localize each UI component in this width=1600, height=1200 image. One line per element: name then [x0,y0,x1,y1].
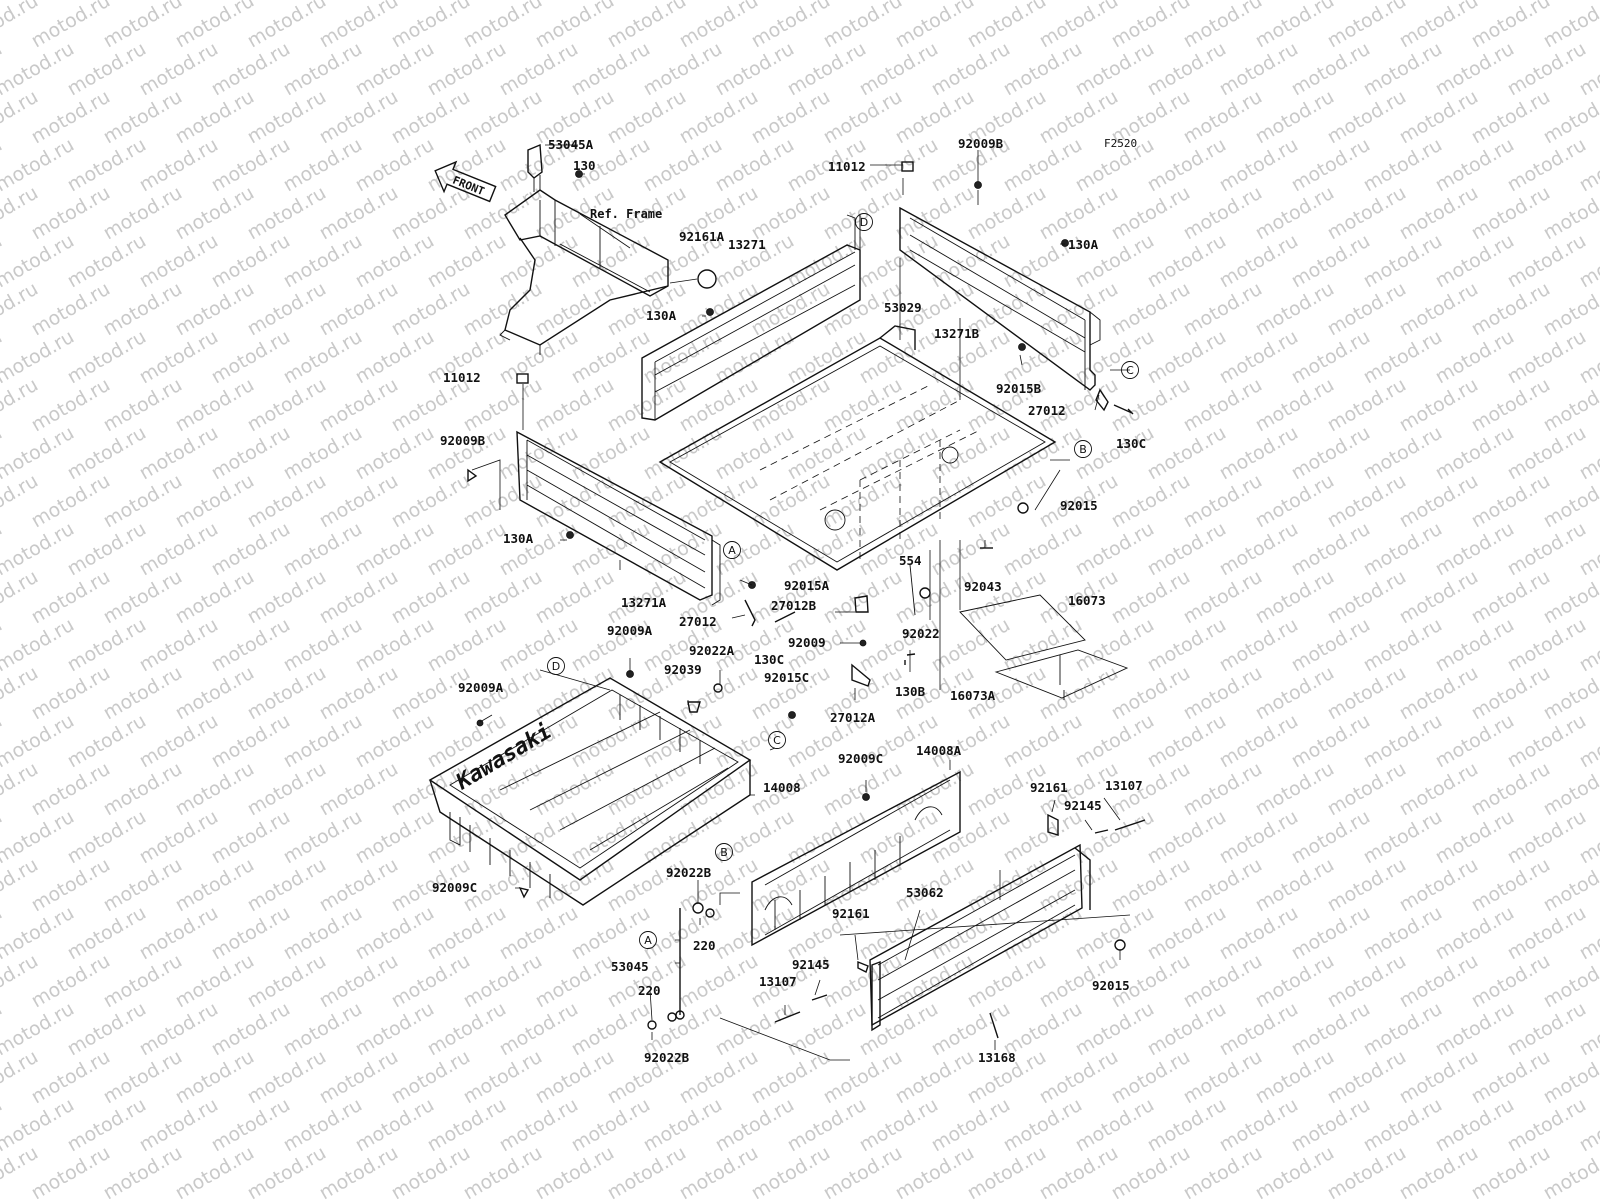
callout-92009A-top: 92009A [607,623,653,638]
callout-92161-mid: 92161 [832,906,870,921]
callout-labels: 53045A 130 92161A 13271 130A 11012 92009… [432,136,1146,1065]
callout-53045: 53045 [611,959,649,974]
callout-14008: 14008 [763,780,801,795]
callout-16073A: 16073A [950,688,996,703]
callout-92022B-bottom: 92022B [644,1050,690,1065]
tray-14008 [428,677,752,906]
callout-92145-mid: 92145 [792,957,830,972]
callout-27012-left: 27012 [679,614,717,629]
svg-text:A: A [644,934,652,947]
callout-92009C-left: 92009C [432,880,477,895]
callout-220-top: 220 [693,938,716,953]
callout-92015C: 92015C [764,670,809,685]
side-panel-13271B [899,206,1101,391]
callout-16073: 16073 [1068,593,1106,608]
callout-220-bottom: 220 [638,983,661,998]
callout-92009A-left: 92009A [458,680,504,695]
marker-B-box: B [715,843,733,861]
callout-92022B-top: 92022B [666,865,712,880]
marker-A-left: A [723,541,741,559]
marker-C-box: C [768,731,786,749]
callout-27012B: 27012B [771,598,817,613]
callout-92145-right: 92145 [1064,798,1102,813]
callout-92015-bottom: 92015 [1092,978,1130,993]
tailgate-53062 [869,843,1091,1032]
callout-92015A: 92015A [784,578,830,593]
callout-92161-right: 92161 [1030,780,1068,795]
callout-92039: 92039 [664,662,702,677]
marker-C-right: C [1121,361,1139,379]
side-panel-13271A [516,430,721,606]
ref-frame-note: Ref. Frame [590,207,662,221]
svg-text:B: B [1079,443,1087,456]
marker-A-bottom: A [639,931,657,949]
callout-13107-mid: 13107 [759,974,797,989]
reference-markers: D C B A D C B A [547,213,1139,949]
mats-16073 [959,594,1129,700]
callout-92022A: 92022A [689,643,735,658]
callout-130: 130 [573,158,596,173]
callout-92015-mid: 92015 [1060,498,1098,513]
frame-reference [499,143,717,355]
callout-13168: 13168 [978,1050,1016,1065]
svg-text:A: A [728,544,736,557]
callout-53029: 53029 [884,300,922,315]
callout-13271A: 13271A [621,595,667,610]
callout-554: 554 [899,553,922,568]
callout-13107-right: 13107 [1105,778,1143,793]
callout-27012-right: 27012 [1028,403,1066,418]
bed-floor-53029 [658,325,1057,571]
callout-130B: 130B [895,684,926,699]
callout-53045A: 53045A [548,137,594,152]
figure-code: F2520 [1104,137,1137,150]
callout-27012A: 27012A [830,710,876,725]
callout-14008A: 14008A [916,743,962,758]
callout-130C-left: 130C [754,652,784,667]
svg-text:D: D [552,660,560,673]
callout-92009B-top: 92009B [958,136,1004,151]
marker-D-top: D [855,213,873,231]
callout-11012-left: 11012 [443,370,481,385]
tailgate-liner-14008A [751,770,961,947]
callout-13271: 13271 [728,237,766,252]
callout-92161A: 92161A [679,229,725,244]
callout-13271B: 13271B [934,326,980,341]
marker-B-mid: B [1074,440,1092,458]
callout-92043: 92043 [964,579,1002,594]
callout-130A-right: 130A [1068,237,1099,252]
side-panel-13271 [641,214,861,421]
watermark-text: motod.ru [1576,0,1600,4]
callout-53062: 53062 [906,885,944,900]
leader-lines [471,150,1131,1061]
svg-text:B: B [720,846,728,859]
callout-92009: 92009 [788,635,826,650]
marker-D-box: D [547,657,565,675]
svg-text:C: C [773,734,781,747]
callout-130A-top: 130A [646,308,677,323]
callout-92015B: 92015B [996,381,1042,396]
svg-text:C: C [1126,364,1134,377]
callout-130C-right: 130C [1116,436,1146,451]
callout-92022: 92022 [902,626,940,641]
callout-11012-top: 11012 [828,159,866,174]
callout-130A-left: 130A [503,531,534,546]
callout-92009B-left: 92009B [440,433,486,448]
svg-text:D: D [860,216,868,229]
callout-92009C-mid: 92009C [838,751,883,766]
